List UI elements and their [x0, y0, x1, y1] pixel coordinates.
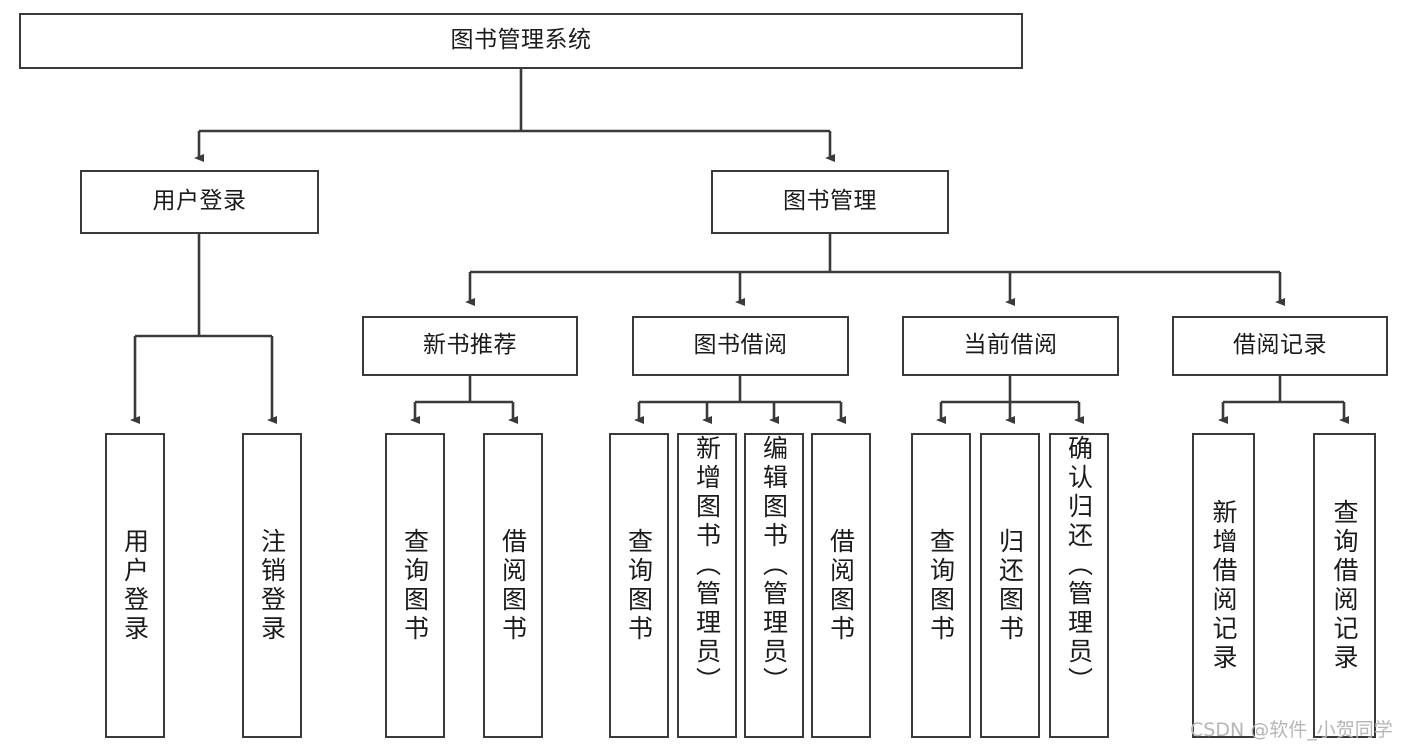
leaf-cb-confirm-return[interactable]: 确认归还（管理员） — [1049, 433, 1109, 738]
leaf-nb-query-book[interactable]: 查询图书 — [385, 433, 445, 738]
leaf-bb-borrow-book[interactable]: 借阅图书 — [811, 433, 871, 738]
leaf-br-add-record[interactable]: 新增借阅记录 — [1192, 433, 1255, 738]
leaf-bb-add-book[interactable]: 新增图书（管理员） — [677, 433, 737, 738]
node-borrow-record-label: 借阅记录 — [1233, 332, 1327, 359]
leaf-user-login[interactable]: 用户登录 — [105, 433, 165, 738]
leaf-bb-edit-book-label: 编辑图书（管理员） — [759, 435, 789, 696]
node-root-library-system[interactable]: 图书管理系统 — [19, 13, 1023, 69]
leaf-nb-borrow-book[interactable]: 借阅图书 — [483, 433, 543, 738]
leaf-bb-add-book-label: 新增图书（管理员） — [692, 435, 722, 696]
leaf-br-query-record-label: 查询借阅记录 — [1330, 498, 1359, 673]
node-book-borrow-label: 图书借阅 — [693, 332, 788, 359]
csdn-watermark: CSDN @软件_小贺同学 — [1190, 719, 1393, 741]
leaf-bb-query-book-label: 查询图书 — [624, 527, 654, 644]
node-current-borrow[interactable]: 当前借阅 — [902, 316, 1119, 376]
node-current-borrow-label: 当前借阅 — [963, 332, 1058, 359]
node-new-book-recommend-label: 新书推荐 — [423, 332, 517, 359]
node-borrow-record[interactable]: 借阅记录 — [1172, 316, 1388, 376]
leaf-cb-query-book-label: 查询图书 — [926, 527, 956, 644]
node-new-book-recommend[interactable]: 新书推荐 — [362, 316, 578, 376]
node-book-management[interactable]: 图书管理 — [711, 170, 949, 234]
leaf-logout[interactable]: 注销登录 — [242, 433, 302, 738]
leaf-nb-query-book-label: 查询图书 — [400, 527, 430, 644]
leaf-nb-borrow-book-label: 借阅图书 — [498, 527, 528, 644]
leaf-cb-query-book[interactable]: 查询图书 — [911, 433, 971, 738]
node-root-label: 图书管理系统 — [450, 27, 592, 54]
node-book-borrow[interactable]: 图书借阅 — [632, 316, 849, 376]
leaf-user-login-label: 用户登录 — [120, 527, 150, 644]
leaf-bb-query-book[interactable]: 查询图书 — [609, 433, 669, 738]
node-book-management-label: 图书管理 — [783, 188, 877, 215]
leaf-br-query-record[interactable]: 查询借阅记录 — [1313, 433, 1376, 738]
node-user-login[interactable]: 用户登录 — [80, 170, 319, 234]
node-user-login-label: 用户登录 — [152, 188, 247, 215]
leaf-cb-return-book-label: 归还图书 — [995, 527, 1025, 644]
leaf-br-add-record-label: 新增借阅记录 — [1209, 498, 1238, 673]
leaf-cb-confirm-return-label: 确认归还（管理员） — [1064, 435, 1094, 696]
leaf-cb-return-book[interactable]: 归还图书 — [980, 433, 1040, 738]
leaf-bb-edit-book[interactable]: 编辑图书（管理员） — [744, 433, 804, 738]
leaf-bb-borrow-book-label: 借阅图书 — [826, 527, 856, 644]
leaf-logout-label: 注销登录 — [257, 527, 287, 644]
